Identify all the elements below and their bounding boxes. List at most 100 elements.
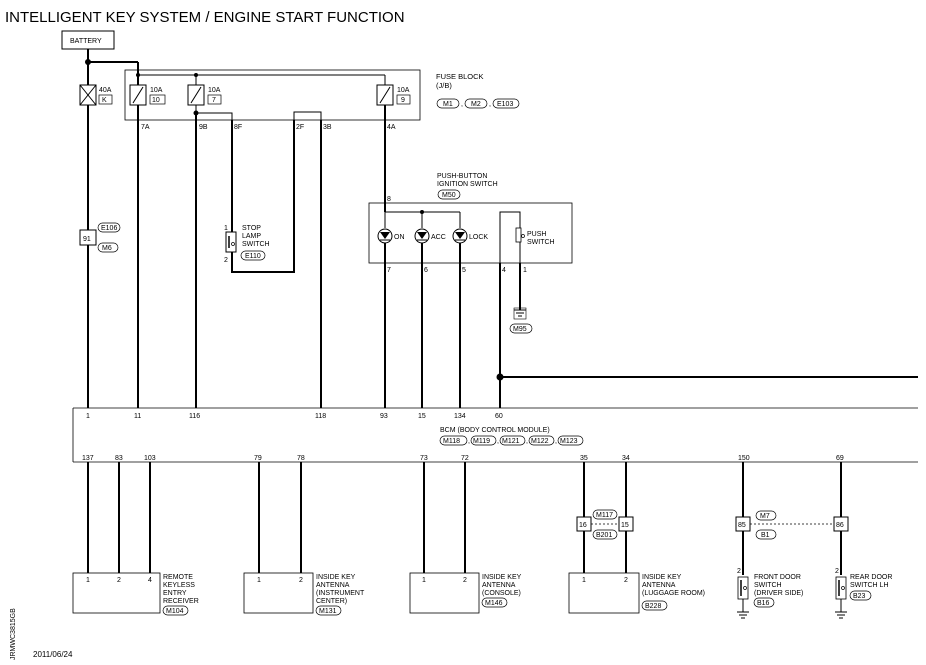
fds-line-3: (DRIVER SIDE) [754, 590, 803, 597]
bcm-pin-150: 150 [738, 455, 750, 462]
fuse-10a-7-id: 7 [212, 97, 216, 104]
ant-con-line-1: INSIDE KEY [482, 574, 522, 581]
ign-pin-8: 8 [387, 196, 391, 203]
diagram-title: INTELLIGENT KEY SYSTEM / ENGINE START FU… [5, 9, 405, 26]
ant-con-line-3: (CONSOLE) [482, 590, 521, 597]
inside-key-antenna-luggage: 1 2 INSIDE KEY ANTENNA (LUGGAGE ROOM) B2… [568, 572, 705, 614]
bcm-to-component-wires [87, 462, 842, 575]
junction-pin-15: 15 [621, 522, 629, 529]
ground-m95 [513, 307, 527, 320]
bcm-pin-83: 83 [115, 455, 123, 462]
fuse-block-conn-m1: M1 [443, 101, 453, 108]
fuse-10a-10-id: 10 [152, 97, 160, 104]
ign-pin-5: 5 [462, 267, 466, 274]
junction-right-bottom: B1 [761, 532, 770, 539]
ign-push-1: PUSH [527, 231, 546, 238]
fuse-10a-10: 10A 10 [129, 75, 166, 106]
junction-dot-60 [496, 373, 504, 381]
splice-conn-bottom: M6 [102, 245, 112, 252]
ign-title-2: IGNITION SWITCH [437, 181, 498, 188]
bcm-pin-103: 103 [144, 455, 156, 462]
fuse-10a-7: 10A 7 [187, 75, 222, 106]
rds-line-1: REAR DOOR [850, 574, 892, 581]
stop-lamp-line-3: SWITCH [242, 241, 270, 248]
ant-lug-line-1: INSIDE KEY [642, 574, 682, 581]
bcm-pin-79: 79 [254, 455, 262, 462]
rke-pin-2: 2 [117, 577, 121, 584]
fuse-block-conn-e103: E103 [497, 101, 513, 108]
fds-pin-2: 2 [737, 568, 741, 575]
ant-con-line-2: ANTENNA [482, 582, 516, 589]
fb-pin-9b: 9B [199, 124, 208, 131]
fds-line-2: SWITCH [754, 582, 782, 589]
splice-91: 91 E106 M6 [79, 222, 121, 253]
bcm-pin-69: 69 [836, 455, 844, 462]
fuse-40a: 40A K [79, 84, 113, 106]
ign-label-acc: ACC [431, 234, 446, 241]
battery-label: BATTERY [70, 38, 102, 45]
diagram-date: 2011/06/24 [33, 650, 73, 659]
bcm-pin-11: 11 [134, 413, 141, 420]
bcm-pin-134: 134 [454, 413, 466, 420]
ign-title-1: PUSH-BUTTON [437, 173, 487, 180]
ant-ic-connector: M131 [319, 608, 337, 615]
inside-key-antenna-console: 1 2 INSIDE KEY ANTENNA (CONSOLE) M146 [409, 572, 522, 614]
fuse-40a-amp: 40A [99, 87, 112, 94]
fuse-10a-9-id: 9 [401, 97, 405, 104]
stop-lamp-pin-2: 2 [224, 257, 228, 264]
bcm-pin-15: 15 [418, 413, 426, 420]
svg-text:,: , [489, 101, 491, 108]
fuse-block-connectors: M1 , M2 , E103 [436, 98, 520, 109]
junction-85-86: 85 86 M7 B1 [735, 510, 849, 540]
bcm-pin-73: 73 [420, 455, 428, 462]
stop-lamp-connector: E110 [245, 253, 261, 260]
fuse-block-jb: (J/B) [436, 81, 452, 90]
svg-text:,: , [468, 438, 470, 445]
ign-pin-7: 7 [387, 267, 391, 274]
junction-pin-16: 16 [579, 522, 587, 529]
rke-connector: M104 [166, 608, 184, 615]
bcm-conn-m123: M123 [560, 438, 578, 445]
bcm-pin-34: 34 [622, 455, 630, 462]
fuse-block-internal [193, 105, 322, 120]
bcm-conn-m121: M121 [502, 438, 520, 445]
bcm-pin-72: 72 [461, 455, 469, 462]
splice-conn-top: E106 [101, 225, 117, 232]
remote-keyless-entry-receiver: 1 2 4 REMOTE KEYLESS ENTRY RECEIVER M104 [72, 572, 199, 616]
rds-pin-2: 2 [835, 568, 839, 575]
ant-ic-pin-1: 1 [257, 577, 261, 584]
ignition-switch: PUSH-BUTTON IGNITION SWITCH M50 8 ON ACC… [368, 173, 573, 274]
ign-pin-4: 4 [502, 267, 506, 274]
bcm-pin-116: 116 [189, 413, 200, 420]
junction-16-15: 16 15 M117 B201 [576, 509, 634, 540]
svg-text:,: , [526, 438, 528, 445]
fuse-40a-id: K [102, 97, 107, 104]
rke-line-3: ENTRY [163, 590, 187, 597]
ign-to-bcm-wires [384, 243, 918, 408]
ign-label-on: ON [394, 234, 405, 241]
ant-lug-line-2: ANTENNA [642, 582, 676, 589]
ign-connector: M50 [442, 192, 456, 199]
junction-left-top: M117 [596, 512, 613, 519]
ant-lug-pin-1: 1 [582, 577, 586, 584]
svg-text:,: , [461, 101, 463, 108]
ant-lug-connector: B228 [645, 603, 661, 610]
ground-connector: M95 [513, 326, 527, 333]
ign-pin-1: 1 [523, 267, 527, 274]
battery-feed-wires [87, 49, 386, 85]
rear-door-switch-lh: 2 REAR DOOR SWITCH LH B23 [835, 568, 892, 619]
fuse-block-conn-m2: M2 [471, 101, 481, 108]
bcm-pin-93: 93 [380, 413, 388, 420]
ant-ic-line-2: ANTENNA [316, 582, 350, 589]
fuse-to-bcm-wires [87, 105, 386, 408]
bcm-pin-118: 118 [315, 413, 326, 420]
bcm-title: BCM (BODY CONTROL MODULE) [440, 427, 550, 434]
bcm-module: 1 11 116 118 93 15 134 60 BCM (BODY CONT… [72, 407, 918, 463]
stop-lamp-pin-1: 1 [224, 225, 228, 232]
bcm-pin-1: 1 [86, 413, 90, 420]
fb-pin-2f: 2F [296, 124, 304, 131]
fb-pin-8f: 8F [234, 124, 242, 131]
ant-lug-line-3: (LUGGAGE ROOM) [642, 590, 705, 597]
rke-line-2: KEYLESS [163, 582, 195, 589]
